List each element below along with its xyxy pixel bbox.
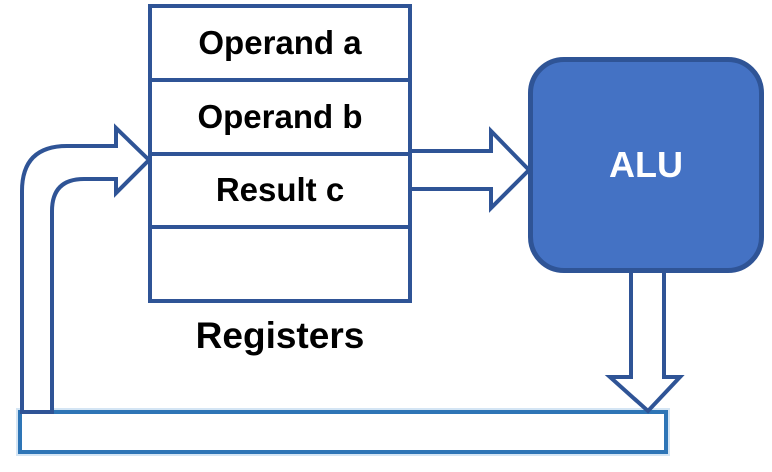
alu-label: ALU bbox=[609, 144, 683, 185]
bus-to-registers-arrow bbox=[20, 123, 152, 414]
register-row-empty bbox=[152, 225, 408, 299]
registers-box: Operand a Operand b Result c bbox=[148, 4, 412, 303]
register-row-label: Operand a bbox=[198, 23, 362, 61]
register-row-label: Operand b bbox=[197, 97, 363, 135]
registers-caption: Registers bbox=[195, 315, 365, 356]
register-row-operand-a: Operand a bbox=[152, 8, 408, 78]
register-row-result-c: Result c bbox=[152, 151, 408, 226]
data-bus bbox=[18, 410, 668, 454]
register-row-label: Result c bbox=[215, 171, 345, 209]
registers-to-alu-arrow bbox=[408, 126, 532, 213]
alu-box: ALU bbox=[528, 57, 764, 273]
alu-to-bus-arrow bbox=[604, 269, 685, 414]
register-row-operand-b: Operand b bbox=[152, 77, 408, 152]
